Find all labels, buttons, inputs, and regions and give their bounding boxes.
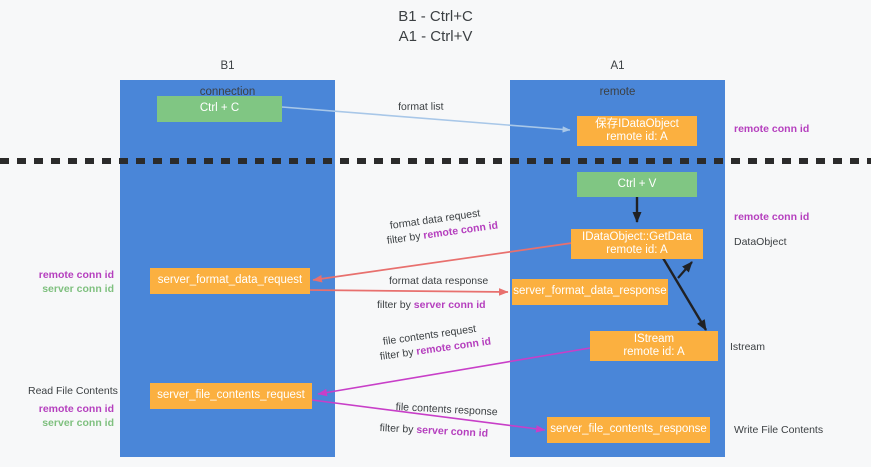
column-header-a1-text: A1 [610,60,625,72]
edge-label-format-data-response-text: format data response [389,275,489,287]
node-server-format-data-response[interactable]: server_format_data_response [512,279,668,305]
edge-label-file-contents-response-text: file contents response [395,400,498,419]
node-istream[interactable]: IStream remote id: A [590,331,718,361]
left-note-remote-conn-id: remote conn id [38,269,114,281]
left-note-remote-conn-id: remote conn id [38,403,114,415]
page-title: B1 - Ctrl+C A1 - Ctrl+V [398,8,473,45]
right-note-data-object: DataObject [734,236,787,248]
filter-prefix: filter by [377,299,414,311]
left-note-conn-ids-bottom: remote conn id server conn id [22,403,114,430]
edge-label-format-list-text: format list [398,100,444,113]
edge-label-file-contents-response: file contents response [395,400,498,419]
node-idataobject-getdata[interactable]: IDataObject::GetData remote id: A [571,229,703,259]
left-note-conn-ids-mid: remote conn id server conn id [22,269,114,296]
right-note-remote-conn-id-mid: remote conn id [734,211,810,223]
column-header-a1: A1 remote [510,47,725,99]
edge-label-format-data-response-filter: filter by server conn id [377,298,486,312]
node-ctrl-c[interactable]: Ctrl + C [157,96,282,122]
node-ctrl-v[interactable]: Ctrl + V [577,172,697,197]
column-header-b1: B1 connection [120,47,335,99]
left-note-read-file-contents: Read File Contents [28,385,118,397]
edge-label-format-data-response: format data response [389,274,488,288]
filter-prefix: filter by [379,345,418,363]
left-note-server-conn-id: server conn id [42,416,114,429]
filter-key-server-conn-id: server conn id [413,299,486,311]
left-note-server-conn-id: server conn id [42,282,114,295]
edge-label-file-contents-response-filter: filter by server conn id [379,421,488,441]
column-header-b1-sub: connection [199,86,256,98]
edge-format-data-response [307,288,509,296]
node-server-file-contents-response[interactable]: server_file_contents_response [547,417,710,443]
right-note-write-file-contents: Write File Contents [734,424,824,436]
filter-key-server-conn-id: server conn id [416,423,489,440]
filter-prefix: filter by [379,421,417,436]
node-server-format-data-request[interactable]: server_format_data_request [150,268,310,294]
column-header-b1-text: B1 [220,60,235,72]
column-header-a1-sub: remote [599,86,636,98]
node-server-file-contents-request[interactable]: server_file_contents_request [150,383,312,409]
edge-label-format-list: format list [398,100,444,114]
node-data-object[interactable]: 保存IDataObject remote id: A [577,116,697,146]
filter-prefix: filter by [386,229,425,247]
right-note-remote-conn-id-top: remote conn id [734,123,810,135]
right-note-istream: Istream [730,341,766,353]
